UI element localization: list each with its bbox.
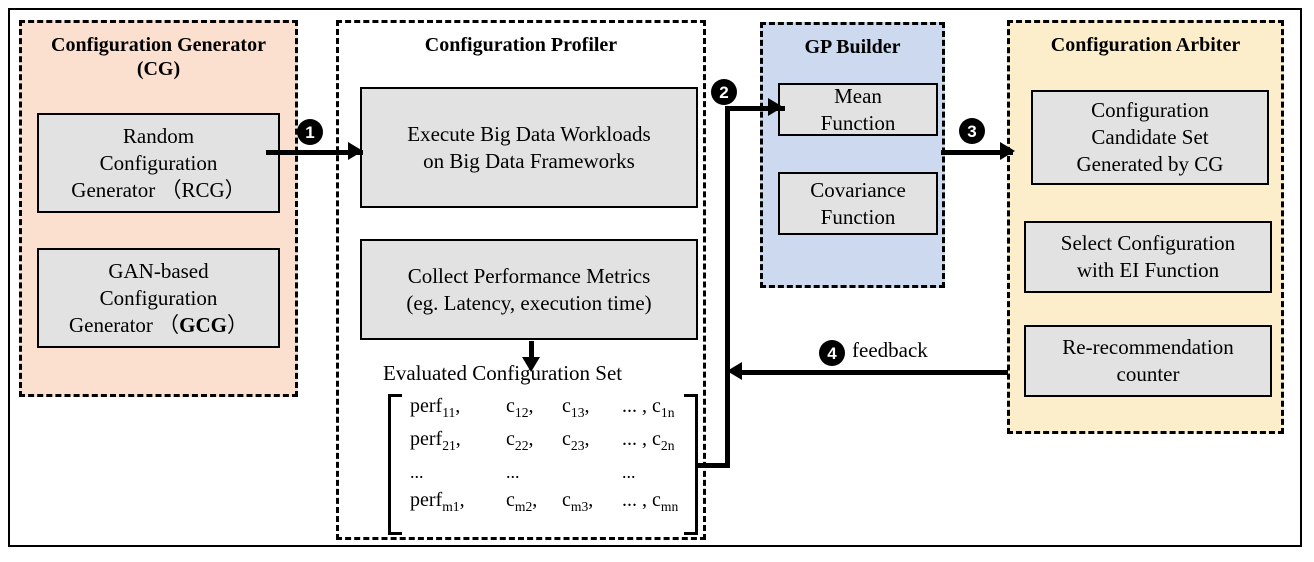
box-rcg-line1: Random: [122, 123, 195, 148]
matrix-row-ellipsis: .........: [410, 462, 636, 482]
connector-2-matrix-stub: [695, 463, 730, 468]
panel-subtitle-cg-abbrev: (CG): [136, 58, 181, 80]
box-candidate-line2: Candidate Set: [1091, 125, 1209, 149]
box-collect-performance-metrics[interactable]: Collect Performance Metrics (eg. Latency…: [360, 239, 698, 340]
connector-3-gp-to-arbiter: [941, 150, 1013, 155]
arrowhead-down-icon: [522, 357, 540, 372]
panel-title-gp-builder: GP Builder: [804, 36, 901, 58]
box-counter-line1: Re-recommendation: [1062, 335, 1234, 359]
arrowhead-left-icon: [727, 362, 742, 380]
flow-badge-2: 2: [711, 79, 737, 105]
connector-collect-to-evaluated-set: [529, 341, 534, 361]
box-rcg-line2: Configuration: [99, 150, 218, 175]
matrix-row: perfm1,cm2,cm3,... , cmn: [410, 489, 679, 514]
matrix-row: perf11,c12,c13,... , c1n: [410, 395, 675, 420]
box-counter-line2: counter: [1116, 362, 1180, 386]
panel-title-configuration-profiler: Configuration Profiler: [424, 34, 618, 56]
panel-title-configuration-generator: Configuration Generator: [51, 34, 266, 56]
box-mean-line2: Function: [820, 110, 896, 135]
flow-badge-3: 3: [959, 118, 985, 144]
evaluated-configuration-matrix: perf11,c12,c13,... , c1n perf21,c22,c23,…: [388, 394, 698, 535]
box-candidate-line3: Generated by CG: [1076, 152, 1224, 176]
box-configuration-candidate-set[interactable]: Configuration Candidate Set Generated by…: [1031, 90, 1269, 185]
box-gan-based-configuration-generator[interactable]: GAN-based Configuration Generator （GCG）: [37, 248, 280, 348]
arrowhead-right-icon: [768, 98, 783, 116]
flow-badge-1: 1: [297, 119, 323, 145]
matrix-row: perf21,c22,c23,... , c2n: [410, 428, 675, 453]
box-select-line2: with EI Function: [1076, 258, 1220, 282]
box-mean-line1: Mean: [834, 83, 882, 108]
box-covariance-function[interactable]: Covariance Function: [778, 172, 938, 235]
box-gcg-line3: Generator （GCG）: [68, 312, 249, 337]
arrowhead-right-icon: [1000, 142, 1015, 160]
diagram-outer-frame: [8, 8, 1302, 547]
box-rcg-line3: Generator （RCG）: [71, 177, 246, 202]
box-random-configuration-generator[interactable]: Random Configuration Generator （RCG）: [37, 113, 280, 213]
label-feedback: feedback: [852, 338, 928, 362]
flow-badge-4: 4: [819, 340, 845, 366]
connector-4-feedback: [736, 370, 1008, 375]
label-evaluated-configuration-set: Evaluated Configuration Set: [383, 361, 623, 385]
box-collect-line1: Collect Performance Metrics: [407, 263, 651, 288]
arrowhead-right-icon: [348, 142, 363, 160]
connector-2-to-mean-function: [725, 106, 785, 111]
box-execute-big-data-workloads[interactable]: Execute Big Data Workloads on Big Data F…: [360, 87, 698, 208]
box-select-configuration-ei[interactable]: Select Configuration with EI Function: [1024, 221, 1272, 293]
box-execute-line2: on Big Data Frameworks: [423, 148, 635, 173]
box-select-line1: Select Configuration: [1060, 231, 1236, 255]
box-gcg-line2: Configuration: [99, 285, 218, 310]
box-cov-line1: Covariance: [810, 177, 906, 202]
box-gcg-line1: GAN-based: [108, 258, 209, 283]
box-cov-line2: Function: [820, 204, 896, 229]
box-mean-function[interactable]: Mean Function: [778, 83, 938, 136]
panel-gp-builder: GP Builder: [760, 22, 945, 288]
connector-2-vertical: [725, 106, 730, 468]
bracket-left: [388, 394, 402, 535]
connector-1-rcg-to-execute: [268, 150, 363, 155]
box-re-recommendation-counter[interactable]: Re-recommendation counter: [1024, 325, 1272, 397]
panel-title-configuration-arbiter: Configuration Arbiter: [1050, 34, 1241, 56]
box-candidate-line1: Configuration: [1091, 98, 1209, 122]
box-execute-line1: Execute Big Data Workloads: [407, 121, 651, 146]
box-collect-line2: (eg. Latency, execution time): [406, 290, 652, 315]
